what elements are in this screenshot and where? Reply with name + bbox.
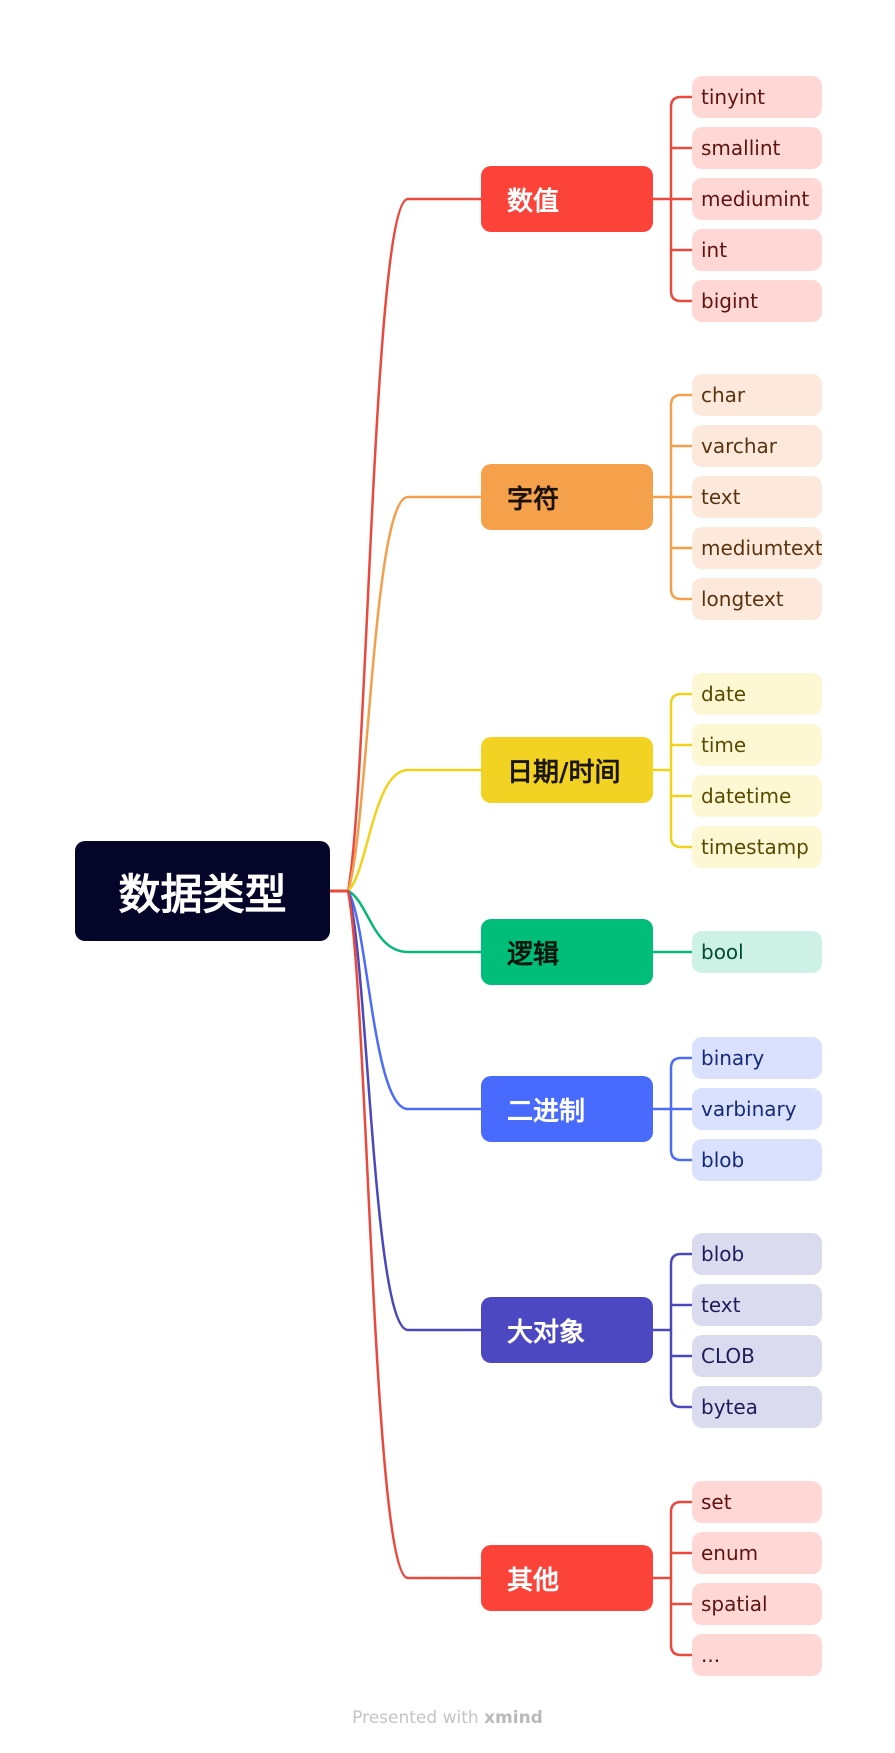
leaf-bracket-7: [669, 1500, 694, 1657]
leaf-topic-mediumtext[interactable]: mediumtext: [692, 527, 822, 569]
footer-credit: Presented with xmind: [0, 1708, 895, 1728]
leaf-topic-time[interactable]: time: [692, 724, 822, 766]
branch-topic-6[interactable]: 大对象: [481, 1297, 653, 1363]
branch-connector-3: [346, 768, 483, 893]
leaf-topic-text[interactable]: text: [692, 476, 822, 518]
branch-connector-6: [346, 889, 483, 1332]
leaf-topic-datetime[interactable]: datetime: [692, 775, 822, 817]
leaf-topic-item-3[interactable]: ...: [692, 1634, 822, 1676]
leaf-topic-tinyint[interactable]: tinyint: [692, 76, 822, 118]
branch-topic-4[interactable]: 逻辑: [481, 919, 653, 985]
leaf-topic-mediumint[interactable]: mediumint: [692, 178, 822, 220]
leaf-topic-char[interactable]: char: [692, 374, 822, 416]
leaf-topic-blob[interactable]: blob: [692, 1233, 822, 1275]
branch-topic-7[interactable]: 其他: [481, 1545, 653, 1611]
branch-connector-1: [346, 197, 483, 893]
leaf-topic-smallint[interactable]: smallint: [692, 127, 822, 169]
root-topic[interactable]: 数据类型: [75, 841, 330, 941]
branch-topic-2[interactable]: 字符: [481, 464, 653, 530]
branch-topic-1[interactable]: 数值: [481, 166, 653, 232]
leaf-topic-binary[interactable]: binary: [692, 1037, 822, 1079]
leaf-topic-bool[interactable]: bool: [692, 931, 822, 973]
branch-topic-5[interactable]: 二进制: [481, 1076, 653, 1142]
leaf-topic-clob[interactable]: CLOB: [692, 1335, 822, 1377]
branch-connector-4: [346, 889, 483, 954]
leaf-topic-bigint[interactable]: bigint: [692, 280, 822, 322]
leaf-topic-text[interactable]: text: [692, 1284, 822, 1326]
footer-prefix: Presented with: [352, 1708, 485, 1728]
leaf-topic-blob[interactable]: blob: [692, 1139, 822, 1181]
branch-connector-5: [346, 889, 483, 1111]
leaf-topic-date[interactable]: date: [692, 673, 822, 715]
branch-connector-7: [346, 889, 483, 1580]
leaf-topic-timestamp[interactable]: timestamp: [692, 826, 822, 868]
leaf-topic-varchar[interactable]: varchar: [692, 425, 822, 467]
xmind-brand: xmind: [484, 1708, 543, 1728]
leaf-topic-bytea[interactable]: bytea: [692, 1386, 822, 1428]
leaf-topic-varbinary[interactable]: varbinary: [692, 1088, 822, 1130]
leaf-topic-set[interactable]: set: [692, 1481, 822, 1523]
branch-connector-2: [346, 495, 483, 893]
leaf-bracket-3: [669, 692, 694, 849]
leaf-bracket-6: [669, 1252, 694, 1409]
leaf-topic-spatial[interactable]: spatial: [692, 1583, 822, 1625]
leaf-topic-enum[interactable]: enum: [692, 1532, 822, 1574]
leaf-topic-longtext[interactable]: longtext: [692, 578, 822, 620]
branch-topic-3[interactable]: 日期/时间: [481, 737, 653, 803]
leaf-topic-int[interactable]: int: [692, 229, 822, 271]
